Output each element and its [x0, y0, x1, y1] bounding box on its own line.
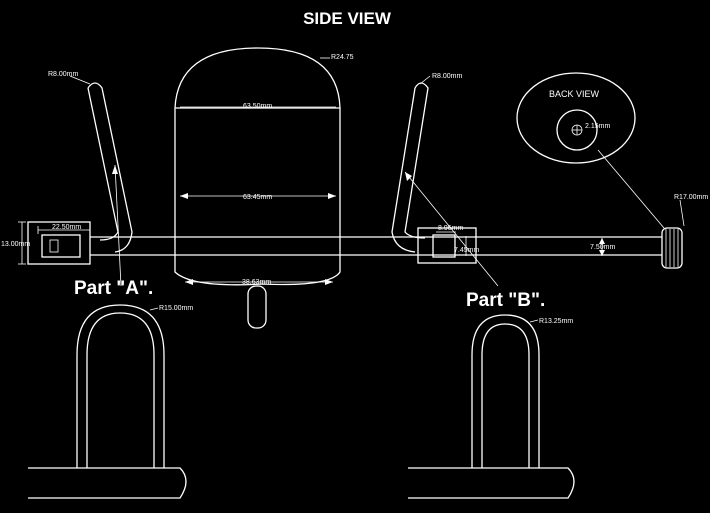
back-view-title: BACK VIEW — [549, 89, 600, 99]
left-block-dimensions: 22.50mm 13.00mm — [1, 221, 91, 265]
part-a-drawing: R15.00mm — [28, 304, 193, 499]
drawing-title: SIDE VIEW — [303, 9, 392, 28]
part-b-drawing: R13.25mm — [408, 314, 575, 499]
back-hole-label: 2.15mm — [585, 123, 610, 130]
right-arm-radius-label: R8.00mm — [432, 73, 463, 80]
end-knob: R17.00mm — [661, 194, 708, 269]
left-end-block — [27, 221, 91, 265]
body-bottom-width-label: 38.63mm — [242, 279, 271, 286]
part-b-radius-label: R13.25mm — [539, 318, 573, 325]
rod-height-dimension: 7.50mm — [590, 238, 615, 256]
part-b-label: Part "B". — [466, 290, 545, 311]
body-mid-width-label: 63.45mm — [243, 194, 272, 201]
main-rod — [90, 236, 662, 256]
part-a-label: Part "A". — [74, 278, 153, 299]
right-block-width-label: 8.95mm — [438, 225, 463, 232]
right-arm: R8.00mm — [391, 73, 499, 287]
part-a-radius-label: R15.00mm — [159, 305, 193, 312]
right-block-height-label: 7.45mm — [454, 247, 479, 254]
left-arm-radius-label: R8.00mm — [48, 71, 79, 78]
left-arm: R8.00mm — [48, 71, 133, 287]
rod-height-label: 7.50mm — [590, 244, 615, 251]
back-view: BACK VIEW 2.15mm — [516, 72, 665, 229]
right-end-block: 8.95mm 7.45mm — [417, 225, 479, 264]
left-block-width-label: 22.50mm — [52, 224, 81, 231]
central-body: R24.75 63.50mm 63.45mm 38.63mm — [174, 47, 354, 329]
left-block-height-label: 13.00mm — [1, 241, 30, 248]
knob-radius-label: R17.00mm — [674, 194, 708, 201]
body-top-width-label: 63.50mm — [243, 103, 272, 110]
body-top-radius-label: R24.75 — [331, 54, 354, 61]
